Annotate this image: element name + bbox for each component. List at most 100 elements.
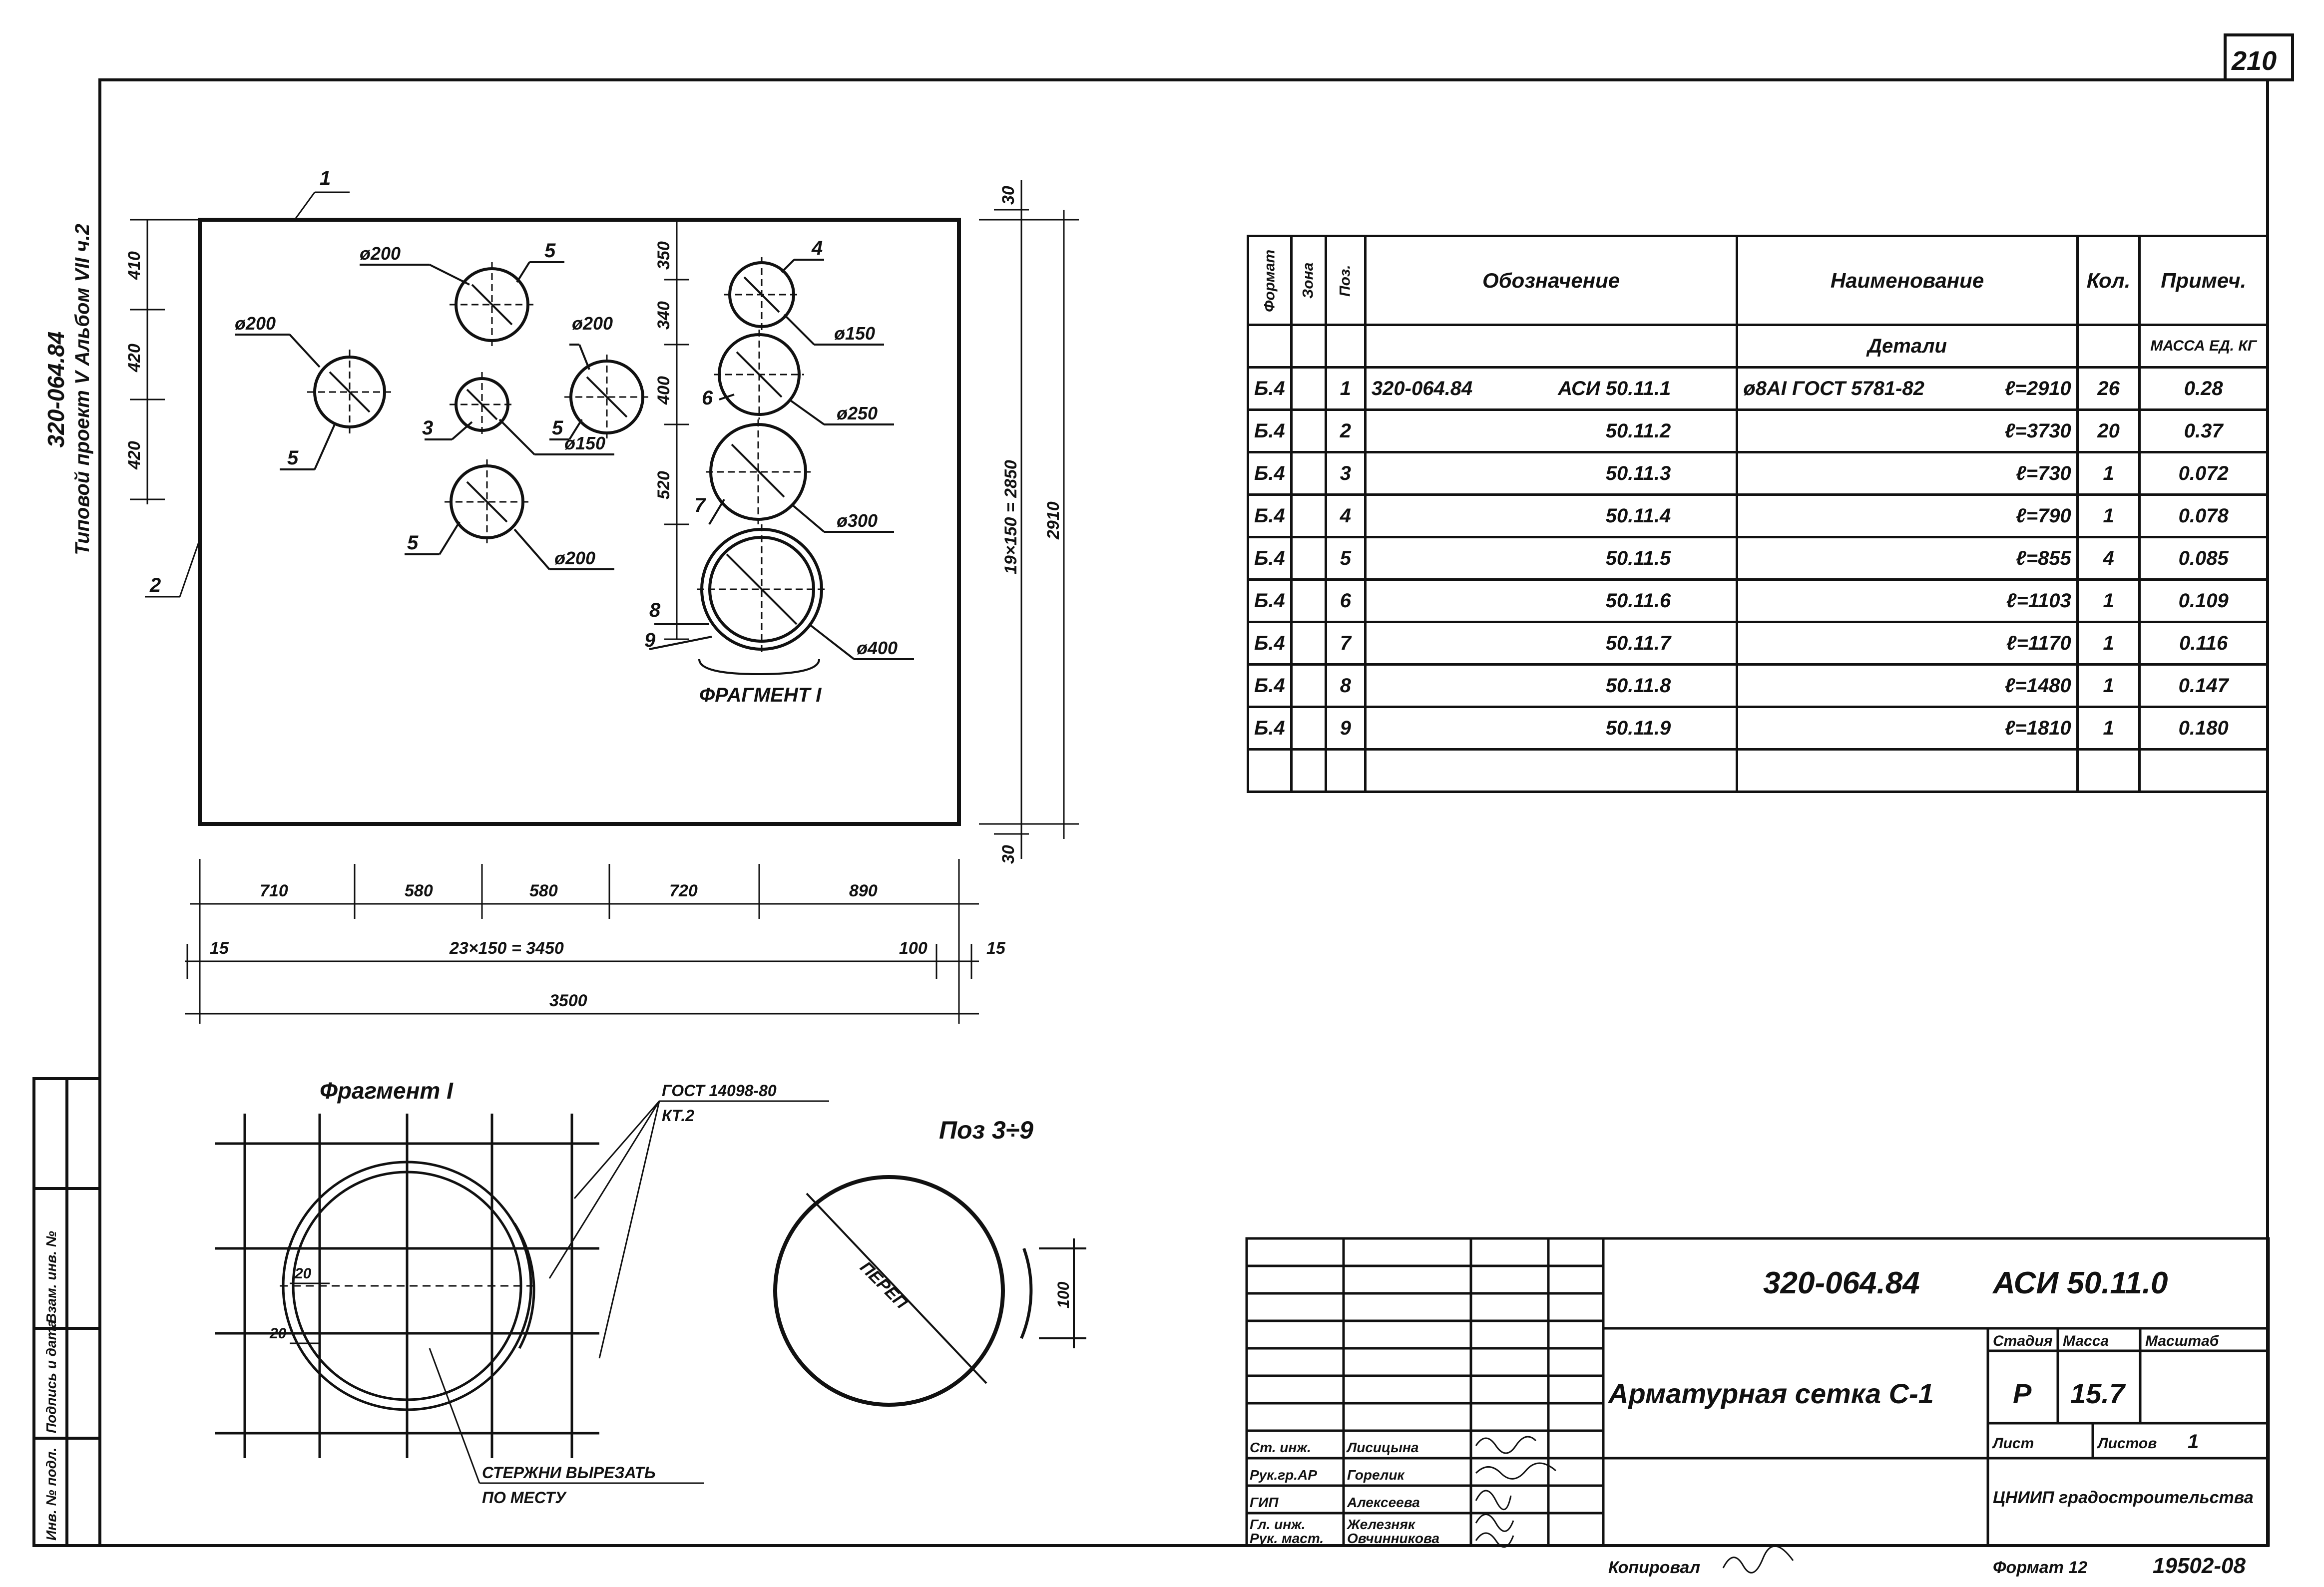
spec-section-row: Детали МАССА ЕД. КГ bbox=[1247, 324, 2269, 369]
cell-designation: 50.11.8 bbox=[1364, 663, 1739, 708]
cell-note: 0.147 bbox=[2138, 663, 2269, 708]
designation-doc: 50.11.8 bbox=[1605, 674, 1671, 697]
cell-pos: 2 bbox=[1324, 408, 1367, 453]
cell-format: Б.4 bbox=[1247, 621, 1293, 666]
cell-qty: 20 bbox=[2076, 408, 2141, 453]
cell-format: Б.4 bbox=[1247, 578, 1293, 623]
margin-sign: Подпись и дата bbox=[43, 1320, 59, 1433]
cell-format: Б.4 bbox=[1247, 536, 1293, 581]
name-length: ℓ=1480 bbox=[2004, 674, 2071, 697]
cell-pos: 7 bbox=[1324, 621, 1367, 666]
tb-role-1: Ст. инж. bbox=[1250, 1440, 1311, 1455]
dim-overall-2910: 2910 bbox=[1044, 501, 1063, 540]
name-length: ℓ=1170 bbox=[2006, 632, 2071, 654]
dia-label-3: ø200 bbox=[572, 313, 613, 334]
signatures bbox=[1475, 1436, 1556, 1548]
dim-left-2: 420 bbox=[125, 344, 144, 373]
name-material: ø8АI ГОСТ 5781-82 bbox=[1743, 377, 1924, 399]
tb-code: 320-064.84 bbox=[1763, 1266, 1920, 1300]
cell-zone bbox=[1290, 366, 1327, 411]
section-title: Детали bbox=[1736, 324, 2079, 369]
tb-name: Арматурная сетка С-1 bbox=[1607, 1378, 1934, 1409]
footer-format: Формат 12 bbox=[1993, 1558, 2087, 1577]
tb-scale-head: Масштаб bbox=[2145, 1333, 2220, 1349]
cell-qty: 26 bbox=[2076, 366, 2141, 411]
dia-label-2: ø200 bbox=[360, 243, 401, 264]
col-zone: Зона bbox=[1291, 236, 1326, 325]
dim-bottom-5: 890 bbox=[849, 881, 878, 900]
cell-format: Б.4 bbox=[1247, 451, 1293, 496]
name-length: ℓ=1103 bbox=[2006, 589, 2071, 612]
cell-name: ℓ=1480 bbox=[1736, 663, 2079, 708]
cell-designation: 50.11.3 bbox=[1364, 451, 1739, 496]
cell-zone bbox=[1290, 621, 1327, 666]
dim-right-1: 350 bbox=[654, 241, 673, 270]
margin-inv: Инв. № подл. bbox=[43, 1448, 59, 1541]
footer-copied: Копировал bbox=[1608, 1558, 1700, 1577]
cell-format: Б.4 bbox=[1247, 706, 1293, 751]
label-pos5c: 5 bbox=[552, 417, 563, 439]
dim-overall-2850: 19×150 = 2850 bbox=[1001, 460, 1020, 574]
label-pos5b: 5 bbox=[287, 447, 299, 469]
cell-qty: 1 bbox=[2076, 578, 2141, 623]
cell-note: 0.37 bbox=[2138, 408, 2269, 453]
designation-doc: 50.11.5 bbox=[1605, 547, 1671, 569]
name-length: ℓ=1810 bbox=[2004, 717, 2071, 739]
cell-note: 0.109 bbox=[2138, 578, 2269, 623]
dia-label-1: ø200 bbox=[235, 313, 276, 334]
tb-sheet-head: Лист bbox=[1992, 1435, 2034, 1452]
cell-name: ℓ=1170 bbox=[1736, 621, 2079, 666]
spec-empty-row bbox=[1247, 748, 2269, 793]
tb-sheets-head: Листов bbox=[2097, 1435, 2157, 1452]
dim-right-3: 400 bbox=[654, 376, 673, 405]
dim-bottom-1: 710 bbox=[260, 881, 288, 900]
cell-note: 0.072 bbox=[2138, 451, 2269, 496]
spec-header-row: Формат Зона Поз. Обозначение Наименовани… bbox=[1248, 235, 2269, 326]
designation-doc: 50.11.9 bbox=[1605, 717, 1671, 739]
col-format: Формат bbox=[1248, 236, 1292, 325]
designation-code: 320-064.84 bbox=[1371, 377, 1473, 399]
tb-name-1: Лисицына bbox=[1346, 1440, 1419, 1455]
cell-pos: 6 bbox=[1324, 578, 1367, 623]
dia-label-8: ø300 bbox=[837, 510, 878, 531]
gost-ref: ГОСТ 14098-80 bbox=[662, 1082, 777, 1100]
dim-bottom-3450: 23×150 = 3450 bbox=[449, 939, 564, 958]
tb-role-2: Рук.гр.АР bbox=[1250, 1467, 1317, 1483]
fragment-title: Фрагмент I bbox=[320, 1078, 454, 1104]
tb-mass: 15.7 bbox=[2070, 1378, 2126, 1409]
dim-edge-top: 30 bbox=[999, 186, 1018, 205]
mesh-plan bbox=[198, 218, 961, 826]
col-pos: Поз. bbox=[1326, 236, 1366, 325]
tb-role-5: Рук. маст. bbox=[1250, 1531, 1324, 1546]
detail-dim-20b: 20 bbox=[269, 1325, 287, 1342]
cell-name: ℓ=1103 bbox=[1736, 578, 2079, 623]
cell-format: Б.4 bbox=[1247, 366, 1293, 411]
dim-bottom-4: 720 bbox=[669, 881, 698, 900]
overlap-label: ПЕРЕП bbox=[856, 1258, 912, 1313]
dim-left-1: 410 bbox=[125, 251, 144, 280]
cell-qty: 1 bbox=[2076, 663, 2141, 708]
name-length: ℓ=730 bbox=[2016, 462, 2071, 484]
cell-designation: 50.11.4 bbox=[1364, 493, 1739, 538]
cell-pos: 9 bbox=[1324, 706, 1367, 751]
label-pos8: 8 bbox=[649, 599, 661, 621]
page-number: 210 bbox=[2231, 46, 2277, 76]
cell-designation: 50.11.5 bbox=[1364, 536, 1739, 581]
cell-designation: 50.11.6 bbox=[1364, 578, 1739, 623]
frame-border bbox=[98, 78, 2269, 1547]
ring-dim-100: 100 bbox=[1054, 1281, 1072, 1308]
cell-designation: 50.11.7 bbox=[1364, 621, 1739, 666]
cell-zone bbox=[1290, 536, 1327, 581]
cell-designation: 50.11.2 bbox=[1364, 408, 1739, 453]
col-name: Наименование bbox=[1736, 235, 2079, 326]
spec-table: Формат Зона Поз. Обозначение Наименовани… bbox=[1247, 235, 2269, 793]
